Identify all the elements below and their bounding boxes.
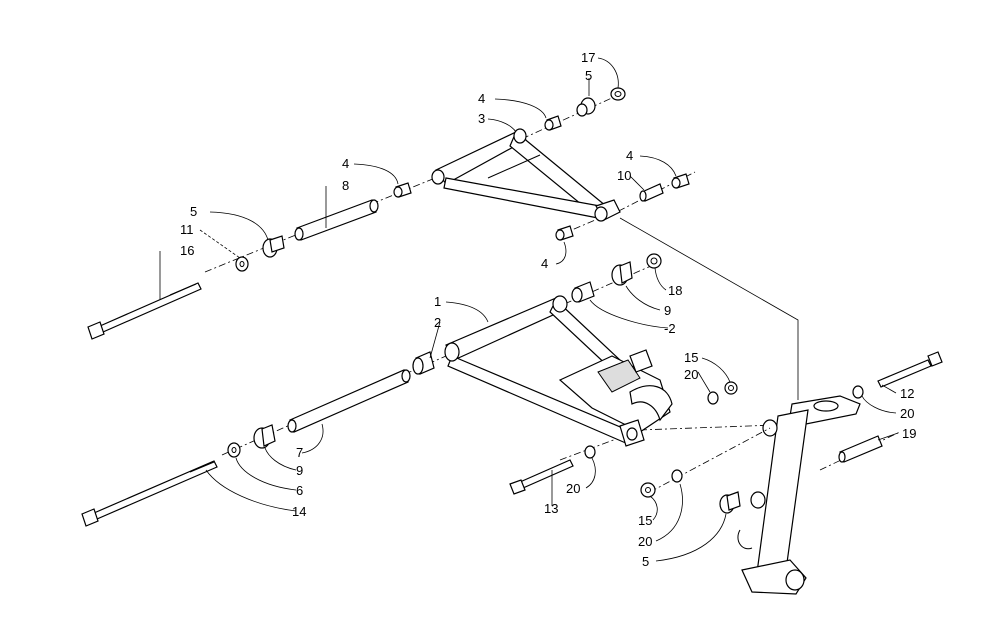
flanged-bushing-5-lower bbox=[719, 491, 741, 514]
callout-15: 15 bbox=[684, 350, 698, 365]
bolt-13 bbox=[509, 459, 574, 495]
callout-labels: 17 5 4 3 4 8 4 10 5 11 16 4 18 9 -2 1 2 … bbox=[180, 50, 916, 569]
callout-16: 16 bbox=[180, 243, 194, 258]
callout-5: 5 bbox=[190, 204, 197, 219]
callout-4: 4 bbox=[626, 148, 633, 163]
callout-20: 20 bbox=[900, 406, 914, 421]
washer-20-bolt13 bbox=[584, 445, 596, 459]
callout-17: 17 bbox=[581, 50, 595, 65]
lower-outer-axis bbox=[639, 424, 776, 431]
callout-1: 1 bbox=[434, 294, 441, 309]
callout-6: 6 bbox=[296, 483, 303, 498]
callout-7: 7 bbox=[296, 445, 303, 460]
bolt-16 bbox=[87, 282, 202, 340]
callout-14: 14 bbox=[292, 504, 306, 519]
washer-20-bolt12 bbox=[852, 385, 864, 399]
flanged-bushing-5-front bbox=[262, 235, 285, 258]
bushing-4-upper-front bbox=[393, 182, 412, 198]
nut-15-lower bbox=[640, 482, 656, 498]
bolt-14 bbox=[81, 460, 218, 527]
flanged-bushing-5-upper bbox=[576, 97, 596, 117]
flanged-bushing-9-front bbox=[253, 424, 276, 449]
leader-lines bbox=[159, 57, 899, 562]
nut-15-upper bbox=[724, 381, 738, 395]
callout-4: 4 bbox=[478, 91, 485, 106]
sleeve-10 bbox=[639, 183, 664, 202]
callout-20: 20 bbox=[684, 367, 698, 382]
tube-8 bbox=[294, 199, 379, 241]
callout-12: 12 bbox=[900, 386, 914, 401]
bushing-4-upper-lower bbox=[555, 225, 574, 241]
lower-a-arm bbox=[444, 295, 673, 447]
bolt-12 bbox=[877, 351, 943, 388]
spindle-lower-axis bbox=[649, 427, 771, 493]
callout-18: 18 bbox=[668, 283, 682, 298]
callout-10: 10 bbox=[617, 168, 631, 183]
washer-11 bbox=[235, 256, 249, 272]
upper-a-arm bbox=[431, 128, 621, 222]
callout-2: -2 bbox=[664, 321, 676, 336]
bushing-4-upper-rear bbox=[544, 115, 562, 131]
callout-13: 13 bbox=[544, 501, 558, 516]
callout-5: 5 bbox=[585, 68, 592, 83]
callout-9: 9 bbox=[296, 463, 303, 478]
washer-6 bbox=[227, 442, 241, 458]
spindle-19 bbox=[737, 395, 861, 595]
bushing-2-rear bbox=[571, 281, 595, 303]
callout-8: 8 bbox=[342, 178, 349, 193]
callout-9: 9 bbox=[664, 303, 671, 318]
bushing-4-upper-outer bbox=[671, 173, 690, 189]
callout-15: 15 bbox=[638, 513, 652, 528]
nut-18 bbox=[646, 253, 662, 269]
tube-7 bbox=[287, 369, 411, 433]
callout-4: 4 bbox=[342, 156, 349, 171]
callout-3: 3 bbox=[478, 111, 485, 126]
nut-17 bbox=[610, 87, 626, 101]
pin-19 bbox=[838, 435, 883, 463]
callout-20: 20 bbox=[638, 534, 652, 549]
washer-20-lower bbox=[671, 469, 683, 483]
callout-19: 19 bbox=[902, 426, 916, 441]
bushing-2-front bbox=[412, 351, 435, 375]
callout-11: 11 bbox=[180, 222, 194, 237]
callout-20: 20 bbox=[566, 481, 580, 496]
callout-2: 2 bbox=[434, 315, 441, 330]
ball-joint-line bbox=[619, 217, 799, 400]
callout-5: 5 bbox=[642, 554, 649, 569]
callout-4: 4 bbox=[541, 256, 548, 271]
washer-20-upper bbox=[707, 391, 719, 405]
upper-inner-axis bbox=[559, 217, 601, 236]
flanged-bushing-9-rear bbox=[611, 261, 633, 286]
